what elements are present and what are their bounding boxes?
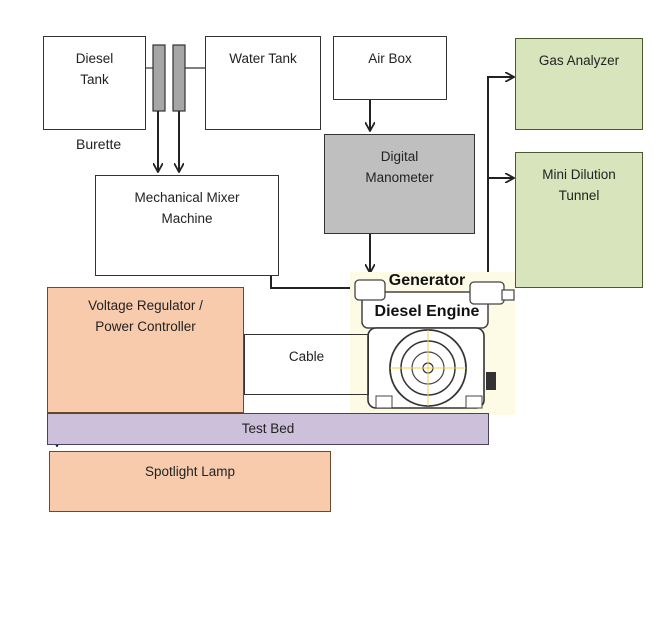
mini-dilution-tunnel-box: Mini Dilution Tunnel: [515, 152, 643, 288]
mechanical-mixer-machine-box: Mechanical Mixer Machine: [95, 175, 279, 276]
burette-label: Burette: [76, 136, 122, 152]
air-box: Air Box: [333, 36, 447, 100]
spotlight-lamp-box: Spotlight Lamp: [49, 451, 331, 512]
water-tank-box: Water Tank: [205, 36, 321, 130]
gas-analyzer-box: Gas Analyzer: [515, 38, 643, 130]
diesel-tank-box: Diesel Tank: [43, 36, 146, 130]
digital-manometer-box: Digital Manometer: [324, 134, 475, 234]
burette-tube-right: [172, 44, 186, 112]
arrow-mixer-to-engine: [270, 275, 368, 288]
burette-tube-left: [152, 44, 166, 112]
cable-box: Cable: [244, 334, 369, 395]
voltage-regulator-box: Voltage Regulator / Power Controller: [47, 287, 244, 413]
test-bed-box: Test Bed: [47, 413, 489, 445]
arrow-engine-to-gas-analyzer: [487, 77, 513, 285]
engine-label-line1: Generator: [388, 272, 466, 289]
generator-engine-illustration: [350, 272, 515, 415]
engine-label-line2: Diesel Engine: [374, 303, 480, 320]
